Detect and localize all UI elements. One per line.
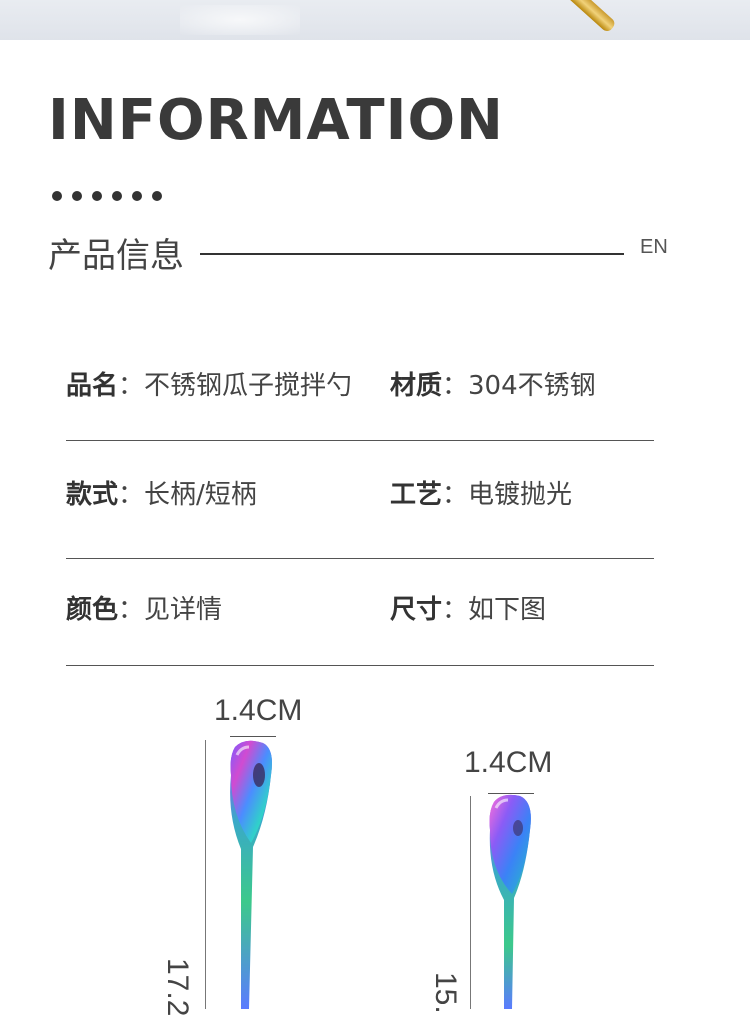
language-tag: EN bbox=[640, 236, 668, 258]
dot bbox=[112, 191, 122, 201]
info-row-style-craft: 款式：长柄/短柄 工艺：电镀抛光 bbox=[66, 475, 654, 525]
row-divider bbox=[66, 440, 654, 441]
dot bbox=[92, 191, 102, 201]
info-value: ：如下图 bbox=[442, 595, 547, 625]
row-divider bbox=[66, 558, 654, 559]
info-value: ：长柄/短柄 bbox=[118, 480, 257, 510]
info-key: 材质 bbox=[390, 371, 443, 401]
top-photo-strip bbox=[0, 0, 750, 40]
info-value: ：电镀抛光 bbox=[442, 480, 573, 510]
info-cell-craft: 工艺：电镀抛光 bbox=[390, 475, 572, 515]
dot bbox=[52, 191, 62, 201]
info-key: 工艺 bbox=[390, 480, 443, 510]
decorative-dots bbox=[52, 191, 162, 201]
section-subtitle: 产品信息 bbox=[48, 236, 184, 276]
info-value: ：见详情 bbox=[118, 595, 223, 625]
info-key: 颜色 bbox=[66, 595, 119, 625]
length-line bbox=[470, 796, 471, 1009]
gold-spoon-handle bbox=[548, 0, 617, 34]
width-tick bbox=[230, 736, 276, 737]
info-cell-style: 款式：长柄/短柄 bbox=[66, 475, 257, 515]
spoon-long-length-label: 17.2 bbox=[161, 958, 194, 1016]
row-divider bbox=[66, 665, 654, 666]
dot bbox=[152, 191, 162, 201]
dot bbox=[132, 191, 142, 201]
photo-highlight bbox=[180, 5, 300, 35]
info-row-color-size: 颜色：见详情 尺寸：如下图 bbox=[66, 590, 654, 640]
info-key: 尺寸 bbox=[390, 595, 443, 625]
section-heading: INFORMATION bbox=[48, 88, 504, 153]
info-row-name-material: 品名：不锈钢瓜子搅拌勺 材质：304不锈钢 bbox=[66, 366, 654, 416]
length-line bbox=[205, 740, 206, 1009]
spoon-short-image bbox=[489, 794, 531, 1009]
info-cell-product-name: 品名：不锈钢瓜子搅拌勺 bbox=[66, 366, 352, 406]
info-key: 品名 bbox=[66, 371, 119, 401]
spoon-short-length-label: 15. bbox=[429, 972, 462, 1014]
spoon-long-image bbox=[230, 740, 272, 1009]
spoon-long-width-label: 1.4CM bbox=[214, 694, 303, 727]
spoon-short-width-label: 1.4CM bbox=[464, 746, 553, 779]
dot bbox=[72, 191, 82, 201]
info-cell-color: 颜色：见详情 bbox=[66, 590, 222, 630]
subtitle-divider bbox=[200, 253, 624, 255]
info-cell-size: 尺寸：如下图 bbox=[390, 590, 546, 630]
info-value: ：304不锈钢 bbox=[442, 371, 596, 401]
width-tick bbox=[488, 793, 534, 794]
info-value: ：不锈钢瓜子搅拌勺 bbox=[118, 371, 353, 401]
info-cell-material: 材质：304不锈钢 bbox=[390, 366, 596, 406]
info-key: 款式 bbox=[66, 480, 119, 510]
